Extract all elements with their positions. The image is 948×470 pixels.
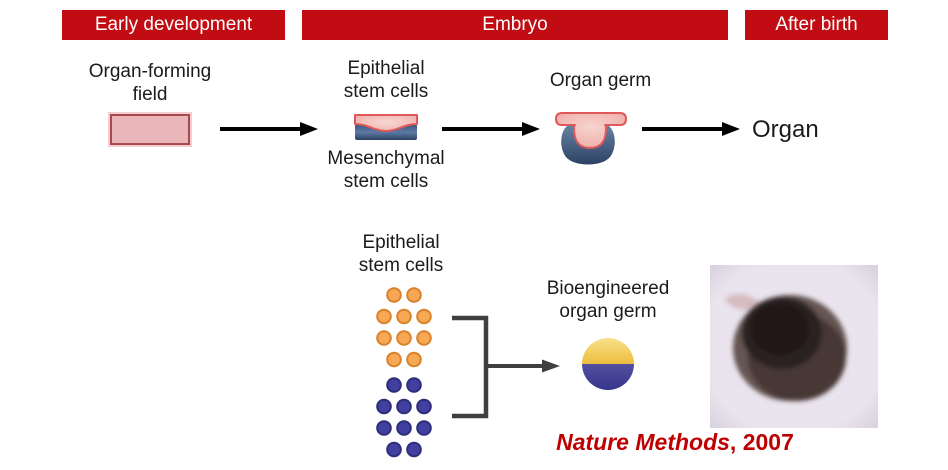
cell-dot-orange <box>416 330 432 346</box>
citation: Nature Methods, 2007 <box>530 429 820 456</box>
header-embryo: Embryo <box>302 10 728 40</box>
cell-dot-blue <box>376 420 392 436</box>
citation-year: , 2007 <box>729 429 794 455</box>
sphere-bottom-half <box>582 364 634 390</box>
cell-dot-blue <box>406 377 422 393</box>
cell-dot-blue <box>416 398 432 415</box>
epithelial-layer <box>354 114 418 132</box>
mesenchymal-stem-cells-label: Mesenchymal stem cells <box>327 148 445 192</box>
organ-germ-epithelial-bud <box>555 112 627 149</box>
cell-dot-blue <box>386 377 402 393</box>
sphere-top-half <box>582 338 634 364</box>
flow-arrow-3 <box>642 122 740 136</box>
header-after-birth: After birth <box>745 10 888 40</box>
cell-suspension-dots <box>376 287 432 458</box>
cell-dot-blue <box>376 398 392 415</box>
organ-label: Organ <box>752 116 819 143</box>
bioengineered-organ-germ-label: Bioengineered organ germ <box>546 278 670 322</box>
organ-germ-label: Organ germ <box>549 70 652 91</box>
bioengineered-germ-sphere <box>582 338 634 390</box>
cell-dot-orange <box>376 308 392 325</box>
cell-dot-orange <box>406 351 422 368</box>
cell-dot-blue <box>406 441 422 458</box>
organ-germ-micrograph <box>710 265 878 428</box>
header-early-development: Early development <box>62 10 285 40</box>
organ-forming-field-label: Organ-forming field <box>88 61 212 105</box>
stem-cell-layers-shape <box>354 114 418 140</box>
flow-arrow-2 <box>442 122 540 136</box>
cell-dot-orange <box>396 308 412 325</box>
cell-dot-orange <box>416 308 432 325</box>
merge-arrow <box>486 359 560 373</box>
epithelial-stem-cells-label-top: Epithelial stem cells <box>343 58 429 102</box>
cell-dot-blue <box>416 420 432 436</box>
epithelial-stem-cells-label-bottom: Epithelial stem cells <box>358 232 444 276</box>
cell-dot-orange <box>376 330 392 346</box>
organ-forming-field-shape <box>110 114 190 145</box>
cell-dot-orange <box>396 330 412 346</box>
cell-dot-orange <box>386 287 402 303</box>
cell-dot-orange <box>406 287 422 303</box>
citation-journal-name: Nature Methods <box>556 429 730 455</box>
cell-dot-blue <box>386 441 402 458</box>
flow-arrow-1 <box>220 122 318 136</box>
cell-dot-blue <box>396 398 412 415</box>
cell-dot-orange <box>386 351 402 368</box>
cell-dot-blue <box>396 420 412 436</box>
organ-germ-shape <box>555 112 627 165</box>
